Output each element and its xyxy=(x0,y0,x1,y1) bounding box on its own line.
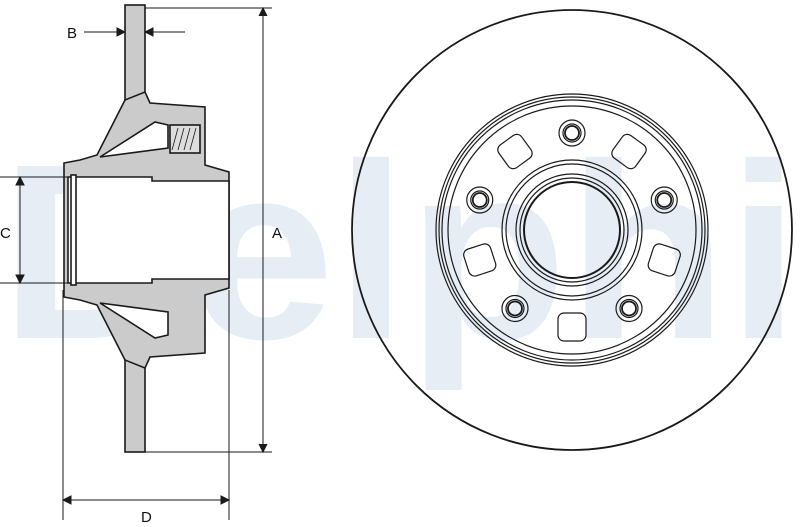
bolt-hole xyxy=(562,123,582,143)
bolt-hole xyxy=(471,192,488,208)
center-ring-3 xyxy=(515,173,629,287)
bolt-hole xyxy=(615,294,643,323)
bolt-hole xyxy=(466,186,494,214)
hub-ring-4 xyxy=(447,105,697,355)
disc-cross-section xyxy=(63,4,230,453)
bolt-hole xyxy=(656,192,673,208)
upper-cavity xyxy=(99,121,169,158)
hub-bore xyxy=(67,176,230,284)
vent-pockets xyxy=(463,133,681,342)
dimension-label-a: A xyxy=(272,225,282,242)
dimension-label-d: D xyxy=(141,509,152,526)
hub-ring-3 xyxy=(441,99,703,361)
center-ring-4 xyxy=(519,177,625,283)
bolt-hole xyxy=(650,186,678,214)
lower-cavity xyxy=(99,302,169,339)
hub-ring-2 xyxy=(438,96,706,364)
bolt-hole xyxy=(505,298,525,319)
disc-outer-edge xyxy=(351,9,793,451)
center-bore xyxy=(523,181,621,279)
dimension-label-b: B xyxy=(67,25,77,42)
bolt-hole xyxy=(470,190,490,210)
bolt-hole xyxy=(558,119,586,147)
bolt-hole xyxy=(501,294,529,323)
bolt-hole xyxy=(564,125,580,141)
vent-pocket xyxy=(497,133,533,170)
vent-pocket xyxy=(611,133,647,170)
bolt-hole xyxy=(507,300,523,317)
dimension-label-c: C xyxy=(0,225,11,242)
bolt-hole xyxy=(621,300,637,317)
seal-ring xyxy=(70,174,77,286)
vent-pocket xyxy=(463,243,497,277)
bolt-hole xyxy=(654,190,674,210)
disc-front-view xyxy=(351,9,793,451)
dimension-lines xyxy=(0,6,272,520)
vent-pocket xyxy=(647,243,681,277)
bolt-holes xyxy=(466,119,678,323)
vent-pocket xyxy=(557,312,587,342)
center-ring-1 xyxy=(501,159,643,301)
thread-hatch xyxy=(171,127,197,151)
bolt-hole xyxy=(619,298,639,319)
center-ring-2 xyxy=(505,163,639,297)
hub-ring-outer xyxy=(435,93,709,367)
